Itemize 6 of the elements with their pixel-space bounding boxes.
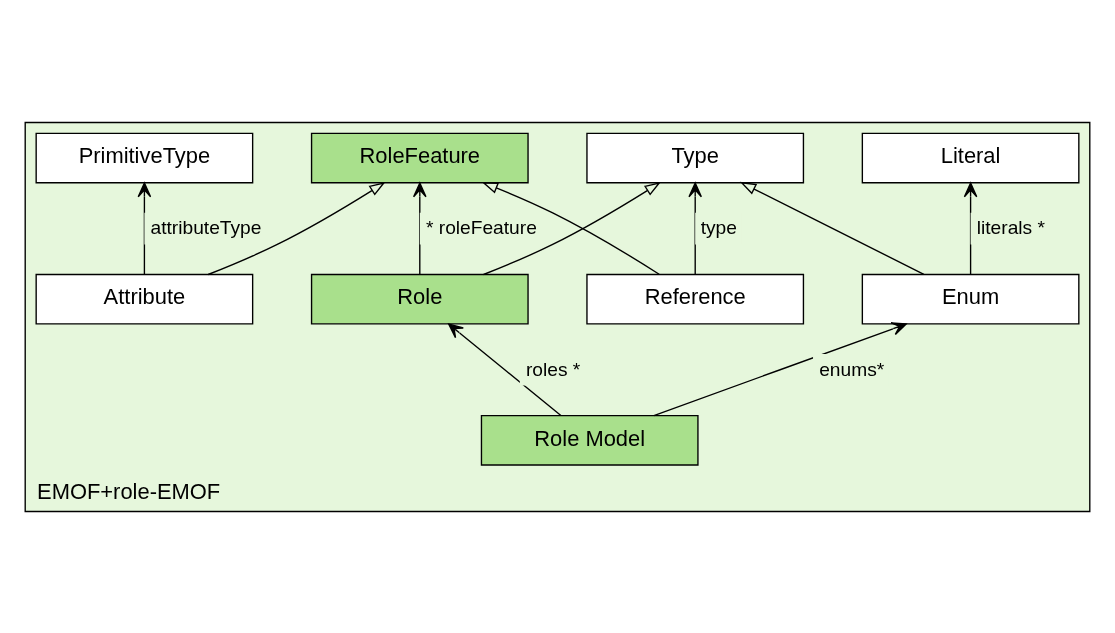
edge-label: * roleFeature (425, 216, 537, 238)
edge-label: attributeType (150, 216, 262, 238)
edge-label: enums* (819, 358, 885, 379)
edge-label: literals * (976, 216, 1045, 238)
edge-label: roles * (525, 358, 581, 379)
edge-label: type (700, 216, 737, 238)
